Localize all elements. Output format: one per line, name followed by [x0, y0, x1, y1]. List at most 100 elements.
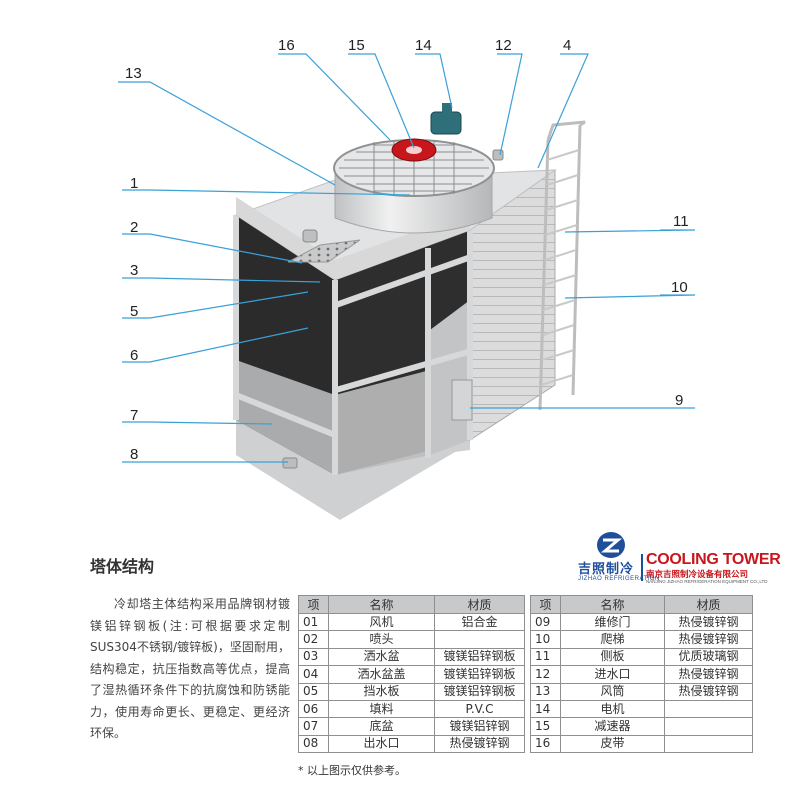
part-no: 04	[298, 665, 329, 684]
structure-description: 冷却塔主体结构采用品牌钢材镀镁铝锌钢板(注:可根据要求定制SUS304不锈钢/镀…	[90, 597, 290, 740]
part-no: 13	[530, 682, 561, 701]
part-name: 洒水盆盖	[328, 665, 435, 684]
part-name: 洒水盆	[328, 647, 435, 667]
logo-en-name: JIZHAO REFRIGERATION	[578, 576, 660, 582]
part-no: 06	[298, 699, 329, 719]
callout-8: 8	[130, 446, 138, 463]
callout-6: 6	[130, 347, 138, 364]
header-no: 项	[298, 595, 329, 614]
part-material: 铝合金	[434, 612, 525, 632]
part-material: 镀镁铝锌钢板	[434, 665, 525, 684]
part-name: 爬梯	[560, 630, 665, 649]
maintenance-door	[451, 379, 473, 421]
part-material: 热侵镀锌钢	[664, 682, 753, 701]
part-material	[664, 699, 753, 719]
callout-1: 1	[130, 175, 138, 192]
callout-5: 5	[130, 303, 138, 320]
part-name: 风筒	[560, 682, 665, 701]
part-no: 09	[530, 612, 561, 632]
part-material: 热侵镀锌钢	[664, 630, 753, 649]
part-material: 优质玻璃钢	[664, 647, 753, 667]
hot-water-basin	[287, 239, 361, 263]
callout-3: 3	[130, 262, 138, 279]
callout-16: 16	[278, 37, 295, 54]
callout-15: 15	[348, 37, 365, 54]
part-material	[664, 734, 753, 754]
part-material: 镀镁铝锌钢	[434, 717, 525, 736]
part-material	[434, 630, 525, 649]
callout-numbers: 16 15 14 12 4 13 1 11 2 3 10 5 6 9 7 8	[125, 37, 689, 463]
part-material: 热侵镀锌钢	[664, 665, 753, 684]
callout-10: 10	[671, 279, 688, 296]
company-logo: 吉照制冷 JIZHAO REFRIGERATION COOLING TOWER …	[578, 531, 781, 587]
callout-lines	[118, 53, 696, 463]
ladder	[538, 120, 586, 411]
part-material: P.V.C	[434, 699, 525, 719]
part-material	[664, 717, 753, 736]
part-no: 05	[298, 682, 329, 701]
reference-note: * 以上图示仅供参考。	[298, 764, 406, 777]
header-no: 项	[530, 595, 561, 614]
logo-emblem-icon	[597, 532, 625, 558]
header-name: 名称	[560, 595, 665, 614]
part-no: 11	[530, 647, 561, 667]
company-name-en: NANJING JIZHAO REFRIGERATION EQUIPMENT C…	[646, 579, 768, 584]
top-deck-rim	[236, 197, 470, 280]
motor	[430, 111, 462, 135]
part-name: 电机	[560, 699, 665, 719]
part-name: 填料	[328, 699, 435, 719]
fan-hub-center	[406, 146, 422, 154]
part-no: 07	[298, 717, 329, 736]
part-name: 喷头	[328, 630, 435, 649]
nozzle-inlet	[302, 229, 318, 243]
brand-title: COOLING TOWER	[646, 551, 781, 568]
fan-stack	[333, 103, 495, 234]
logo-divider	[641, 554, 643, 581]
part-material: 热侵镀锌钢	[664, 612, 753, 632]
part-name: 风机	[328, 612, 435, 632]
part-no: 01	[298, 612, 329, 632]
part-no: 14	[530, 699, 561, 719]
table-header-row: 项 名称 材质	[298, 595, 525, 614]
cooling-tower-diagram: 16 15 14 12 4 13 1 11 2 3 10 5 6 9 7 8	[118, 37, 696, 520]
logo-cn-name: 吉照制冷	[578, 562, 635, 577]
callout-7: 7	[130, 407, 138, 424]
water-outlet	[282, 457, 298, 469]
part-name: 进水口	[560, 665, 665, 684]
water-inlet-pipe	[492, 149, 504, 161]
part-material: 热侵镀锌钢	[434, 734, 525, 754]
callout-14: 14	[415, 37, 432, 54]
part-material: 镀镁铝锌钢板	[434, 647, 525, 667]
company-name-cn: 南京吉照制冷设备有限公司	[646, 570, 749, 580]
ladder-rungs	[540, 149, 580, 386]
part-material: 镀镁铝锌钢板	[434, 682, 525, 701]
header-material: 材质	[664, 595, 753, 614]
callout-11: 11	[673, 213, 689, 230]
part-name: 维修门	[560, 612, 665, 632]
callout-9: 9	[675, 392, 683, 409]
part-name: 减速器	[560, 717, 665, 736]
part-no: 02	[298, 630, 329, 649]
part-no: 03	[298, 647, 329, 667]
part-no: 16	[530, 734, 561, 754]
part-name: 侧板	[560, 647, 665, 667]
part-name: 出水口	[328, 734, 435, 754]
callout-13: 13	[125, 65, 142, 82]
part-no: 12	[530, 665, 561, 684]
